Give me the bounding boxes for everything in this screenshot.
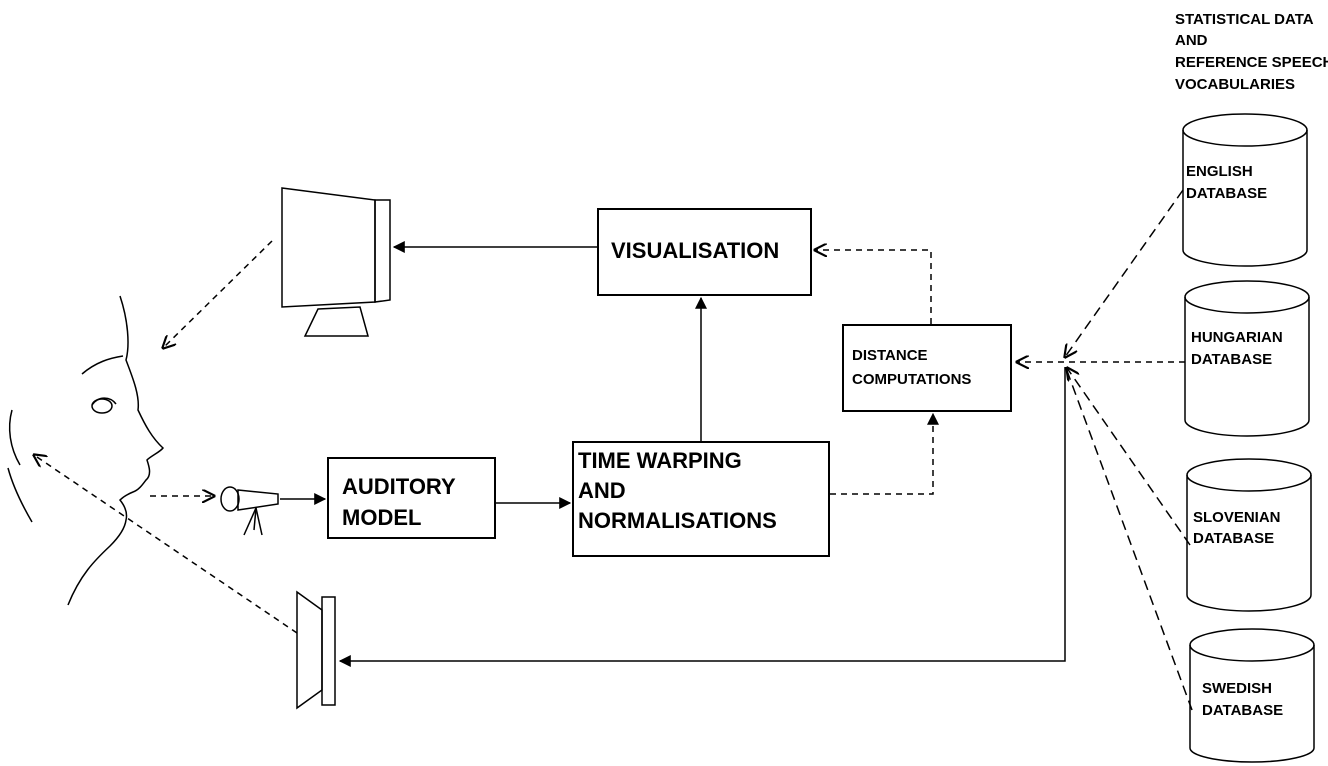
database-slovenian-label-2: DATABASE [1193, 530, 1274, 547]
header-line-1: STATISTICAL DATA [1175, 11, 1314, 28]
timewarp-label-line2: AND [578, 478, 626, 503]
distance-label-line2: COMPUTATIONS [852, 371, 971, 388]
header-line-2: AND [1175, 32, 1208, 49]
distance-computations-box: DISTANCE COMPUTATIONS [842, 324, 1012, 412]
timewarp-label-line1: TIME WARPING [578, 448, 742, 473]
dashed-connectors [34, 189, 1193, 711]
time-warping-box: TIME WARPING AND NORMALISATIONS [572, 441, 830, 557]
face-profile-icon [7, 295, 165, 606]
loudspeaker-icon [296, 590, 336, 710]
database-swedish: SWEDISH DATABASE [1189, 628, 1315, 763]
database-swedish-label-2: DATABASE [1202, 702, 1283, 719]
visualisation-label: VISUALISATION [611, 238, 779, 263]
arrow-distance-to-visualisation [815, 250, 932, 324]
database-hungarian-label-1: HUNGARIAN [1191, 329, 1283, 346]
arrow-junction-to-speaker [338, 367, 1066, 667]
database-slovenian-label-1: SLOVENIAN [1193, 509, 1281, 526]
arrow-english-db [1065, 189, 1184, 357]
arrow-slovenian-db [1067, 368, 1191, 546]
auditory-label-line1: AUDITORY [342, 474, 456, 499]
arrow-speaker-to-ear [34, 455, 298, 634]
header-text: STATISTICAL DATA AND REFERENCE SPEECH VO… [1175, 11, 1328, 93]
database-swedish-label-1: SWEDISH [1202, 680, 1272, 697]
auditory-model-box: AUDITORY MODEL [327, 457, 496, 539]
microphone-icon [220, 486, 279, 536]
line-swedish-db [1065, 367, 1193, 711]
visualisation-box: VISUALISATION [597, 208, 812, 296]
database-english-label-2: DATABASE [1186, 185, 1267, 202]
monitor-icon [281, 187, 391, 337]
distance-label-line1: DISTANCE [852, 347, 928, 364]
database-slovenian: SLOVENIAN DATABASE [1186, 458, 1312, 612]
solid-connectors [280, 241, 1066, 667]
header-line-3: REFERENCE SPEECH [1175, 54, 1328, 71]
database-english-label-1: ENGLISH [1186, 163, 1253, 180]
arrow-timewarp-to-distance [830, 412, 939, 495]
header-line-4: VOCABULARIES [1175, 76, 1295, 93]
database-hungarian-label-2: DATABASE [1191, 351, 1272, 368]
timewarp-label-line3: NORMALISATIONS [578, 508, 777, 533]
arrow-monitor-to-eye [163, 240, 273, 348]
database-hungarian: HUNGARIAN DATABASE [1184, 280, 1310, 437]
database-english: ENGLISH DATABASE [1182, 113, 1308, 267]
auditory-label-line2: MODEL [342, 505, 421, 530]
